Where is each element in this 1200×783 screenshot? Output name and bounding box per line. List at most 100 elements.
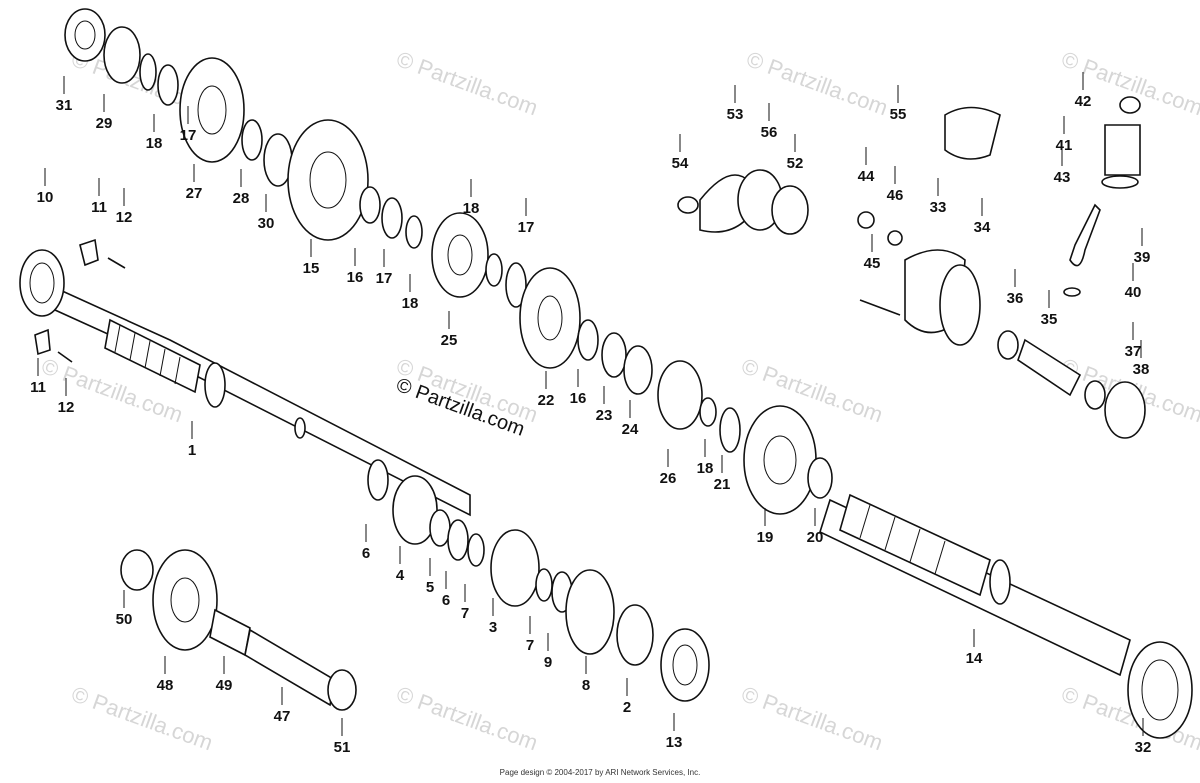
- washer-17-top: [157, 64, 179, 106]
- callout-label-16: 16: [347, 269, 364, 286]
- pinion-35: [1017, 338, 1082, 397]
- callout-label-19: 19: [757, 529, 774, 546]
- shaft-47: [244, 628, 336, 707]
- callout-label-14: 14: [966, 650, 983, 667]
- hub-29: [103, 26, 141, 84]
- callout-label-18: 18: [146, 135, 163, 152]
- callout-label-53: 53: [727, 106, 744, 123]
- callout-label-38: 38: [1133, 361, 1150, 378]
- gear-48: [152, 549, 218, 651]
- gear-22: [519, 267, 581, 369]
- callout-label-12: 12: [116, 209, 133, 226]
- washer-46: [887, 230, 903, 246]
- clip-18-mid: [405, 215, 423, 249]
- callout-label-16: 16: [570, 390, 587, 407]
- callout-label-47: 47: [274, 708, 291, 725]
- bushing-16-top: [359, 186, 381, 224]
- callout-label-17: 17: [518, 219, 535, 236]
- callout-label-55: 55: [890, 106, 907, 123]
- callout-label-42: 42: [1075, 93, 1092, 110]
- washer-18-top: [139, 53, 157, 91]
- gear-8: [565, 569, 615, 655]
- callout-label-11: 11: [91, 199, 107, 216]
- watermark-text: © Partzilla.com: [743, 46, 891, 120]
- callout-label-49: 49: [216, 677, 233, 694]
- clip-6: [367, 459, 389, 501]
- callout-label-18: 18: [463, 200, 480, 217]
- callout-label-17: 17: [376, 270, 393, 287]
- stopper-11-top: [79, 238, 99, 267]
- washer-17-right: [505, 262, 527, 308]
- bushing-49: [209, 608, 251, 657]
- watermark-text: © Partzilla.com: [393, 46, 541, 120]
- gear-2: [616, 604, 654, 666]
- gear-27: [179, 57, 245, 163]
- callout-label-44: 44: [858, 168, 875, 185]
- callout-label-7: 7: [461, 605, 469, 622]
- callout-label-18: 18: [402, 295, 419, 312]
- callout-label-48: 48: [157, 677, 174, 694]
- callout-label-8: 8: [582, 677, 590, 694]
- cap-55: [944, 106, 1001, 160]
- callout-label-31: 31: [56, 97, 73, 114]
- callout-label-29: 29: [96, 115, 113, 132]
- callout-label-18: 18: [697, 460, 714, 477]
- bushing-20: [807, 457, 833, 499]
- gear-25: [431, 212, 489, 298]
- callout-label-43: 43: [1054, 169, 1071, 186]
- callout-label-40: 40: [1125, 284, 1142, 301]
- callout-label-24: 24: [622, 421, 639, 438]
- bushing-5: [429, 509, 451, 547]
- bolt-44: [857, 211, 875, 229]
- callout-label-37: 37: [1125, 343, 1142, 360]
- bolt-12-top: [107, 257, 126, 269]
- washer-24: [623, 345, 653, 395]
- callout-label-32: 32: [1135, 739, 1152, 756]
- washer-6: [447, 519, 469, 561]
- callout-label-34: 34: [974, 219, 991, 236]
- gear-39: [1069, 203, 1101, 267]
- washer-40: [1063, 287, 1081, 297]
- callout-label-35: 35: [1041, 311, 1058, 328]
- callout-label-4: 4: [396, 567, 405, 584]
- callout-label-39: 39: [1134, 249, 1151, 266]
- sleeve-41: [1104, 124, 1141, 176]
- cap-42: [1119, 96, 1141, 114]
- bushing-28: [241, 119, 263, 161]
- bushing-50: [120, 549, 154, 591]
- callout-label-30: 30: [258, 215, 275, 232]
- callout-label-25: 25: [441, 332, 458, 349]
- callout-label-7: 7: [526, 637, 534, 654]
- callout-label-27: 27: [186, 185, 203, 202]
- bolt-45: [859, 299, 901, 316]
- callout-label-51: 51: [334, 739, 351, 756]
- bolt-54: [677, 196, 699, 214]
- callout-label-23: 23: [596, 407, 613, 424]
- stopper-11-bottom: [34, 328, 51, 356]
- callout-label-54: 54: [672, 155, 689, 172]
- washer-17-mid: [381, 197, 403, 239]
- bearing-31: [64, 8, 106, 62]
- callout-label-28: 28: [233, 190, 250, 207]
- watermark-text: © Partzilla.com: [738, 681, 886, 755]
- callout-label-5: 5: [426, 579, 434, 596]
- callout-label-10: 10: [37, 189, 54, 206]
- washer-23: [601, 332, 627, 378]
- counter-shaft: [819, 493, 1131, 677]
- callout-label-12: 12: [58, 399, 75, 416]
- label-layer: 1234566778910111112121314151616171717181…: [30, 72, 1151, 756]
- washer-21: [719, 407, 741, 453]
- callout-label-3: 3: [489, 619, 497, 636]
- gear-15: [287, 119, 369, 241]
- clip-18-right: [485, 253, 503, 287]
- ring-36: [997, 330, 1019, 360]
- callout-label-2: 2: [623, 699, 631, 716]
- gear-3: [490, 529, 540, 607]
- bearing-10: [19, 249, 65, 317]
- callout-label-52: 52: [787, 155, 804, 172]
- callout-label-56: 56: [761, 124, 778, 141]
- bushing-16-right: [577, 319, 599, 361]
- gear-19: [743, 405, 817, 515]
- bolt-12-bottom: [57, 351, 73, 363]
- footer-text: Page design © 2004-2017 by ARI Network S…: [499, 768, 701, 777]
